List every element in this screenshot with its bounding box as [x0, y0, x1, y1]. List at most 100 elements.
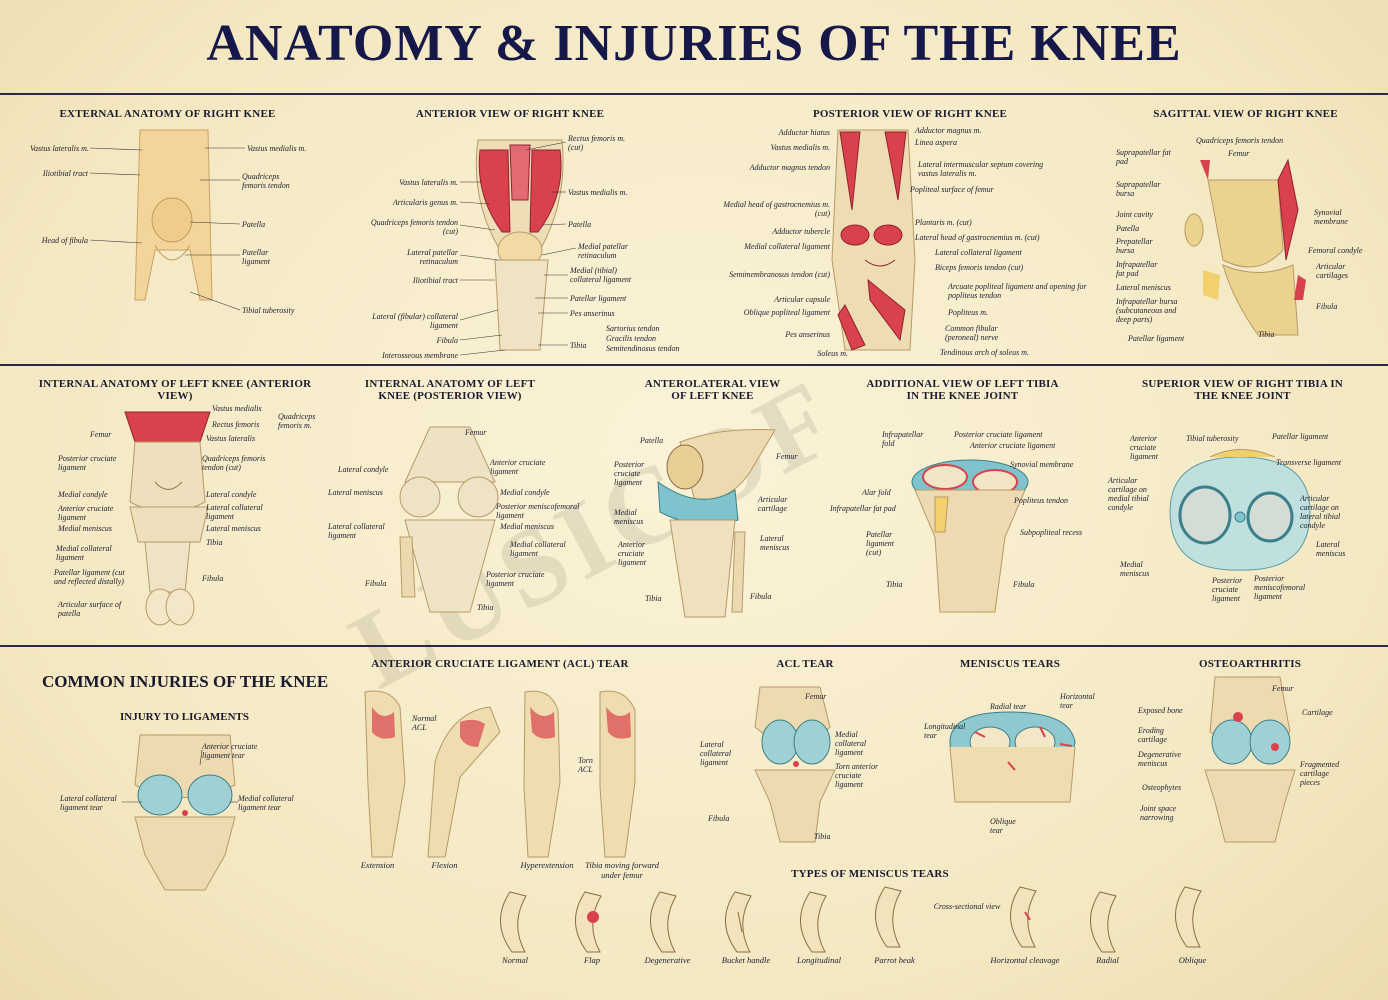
label: Quadriceps femoris m.	[278, 412, 316, 430]
panel-superior-tibia: SUPERIOR VIEW OF RIGHT TIBIA IN THE KNEE…	[1100, 372, 1385, 642]
label: Lateral collateral ligament	[935, 248, 1022, 257]
label: Common fibular (peroneal) nerve	[945, 324, 999, 342]
panel-anterior-view: ANTERIOR VIEW OF RIGHT KNEE Vast	[330, 100, 690, 360]
label: Alar fold	[862, 488, 891, 497]
caption: Extension	[360, 860, 395, 870]
label: Vastus lateralis m.	[399, 178, 458, 187]
panel-title: INTERNAL ANATOMY OF LEFT KNEE (ANTERIOR …	[38, 378, 312, 402]
label: Patellar ligament (cut)	[866, 530, 894, 557]
label: Patellar ligament	[1272, 432, 1329, 441]
label: Lateral meniscus	[206, 524, 261, 533]
label: Articular cartilage on medial tibial con…	[1108, 476, 1149, 512]
label: Infrapatellar fat pad	[830, 504, 896, 513]
panel-acl-tear-detail: ACL TEAR Femur Lateral collateral ligame…	[690, 652, 920, 847]
panel-osteoarthritis: OSTEOARTHRITIS Exposed bone Eroding cart…	[1120, 652, 1380, 847]
panel-title: ADDITIONAL VIEW OF LEFT TIBIA IN THE KNE…	[866, 378, 1059, 402]
label: Femur	[90, 430, 112, 439]
label: Synovial membrane	[1314, 208, 1348, 226]
label: Anterior cruciate ligament tear	[202, 742, 258, 760]
label: Fibula	[365, 579, 387, 588]
label: Medial condyle	[500, 488, 550, 497]
label: Iliotibial tract	[42, 169, 88, 178]
label: Lateral condyle	[206, 490, 257, 499]
label: Medial collateral ligament	[744, 242, 830, 251]
type-label: Flap	[583, 955, 601, 965]
label: Pes anserinus	[785, 330, 830, 339]
label: Patella	[1116, 224, 1140, 233]
label: Linea aspera	[915, 138, 957, 147]
label: Medial head of gastrocnemius m. (cut)	[723, 200, 830, 218]
acl-tear-detail-illustration	[754, 686, 836, 843]
panel-anterolateral: ANTEROLATERAL VIEW OF LEFT KNEE Patella …	[600, 372, 825, 642]
label: Articular capsule	[774, 295, 830, 304]
section-heading: COMMON INJURIES OF THE KNEE	[42, 672, 329, 691]
label: Tibia	[477, 603, 494, 612]
label: Anterior cruciate ligament	[490, 458, 546, 476]
caption: Tibia moving forward under femur	[585, 860, 659, 880]
label: Gracilis tendon	[606, 334, 656, 343]
label: Fibula	[1316, 302, 1338, 311]
label: Articular surface of patella	[58, 600, 122, 618]
label: Lateral head of gastrocnemius m. (cut)	[915, 233, 1040, 242]
label: Medial meniscus	[614, 508, 644, 526]
label: Exposed bone	[1138, 706, 1183, 715]
label: Tibia	[570, 341, 587, 350]
label: Lateral collateral ligament tear	[60, 794, 117, 812]
label: Lateral meniscus	[760, 534, 790, 552]
label: Patellar ligament	[242, 248, 270, 266]
knee-posterior-illustration	[831, 129, 916, 351]
label: Tibial tuberosity	[1186, 434, 1239, 443]
panel-meniscus-tears: MENISCUS TEARS Longitudinal tear Radial …	[920, 652, 1100, 842]
label: Popliteus tendon	[1014, 496, 1068, 505]
panel-title: ANTERIOR VIEW OF RIGHT KNEE	[415, 108, 605, 120]
label: Eroding cartilage	[1138, 726, 1167, 744]
label: Lateral collateral ligament	[700, 740, 732, 767]
label: Longitudinal tear	[924, 722, 966, 740]
label: Vastus medialis m.	[247, 144, 307, 153]
label: Posterior cruciate ligament	[1212, 576, 1243, 603]
label: Femoral condyle	[1308, 246, 1363, 255]
panel-injury-ligaments: INJURY TO LIGAMENTS Anterior cruciate li…	[40, 705, 330, 895]
label: Quadriceps femoris tendon (cut)	[370, 218, 458, 236]
label: Vastus medialis m.	[568, 188, 628, 197]
label: Tibia	[645, 594, 662, 603]
label: Infrapatellar bursa (subcutaneous and de…	[1116, 297, 1178, 324]
label: Joint space narrowing	[1140, 804, 1177, 822]
tibia-superior-illustration	[1169, 449, 1311, 571]
label: Tibia	[814, 832, 831, 841]
label: Oblique popliteal ligament	[743, 308, 830, 317]
label: Femur	[1228, 149, 1250, 158]
label: Fibula	[750, 592, 772, 601]
label: Femur	[1272, 684, 1294, 693]
label: Posterior cruciate ligament	[486, 570, 545, 588]
label: Vastus lateralis	[206, 434, 256, 443]
label: Pes anserinus	[570, 309, 615, 318]
label: Tibia	[1258, 330, 1275, 339]
label: Quadriceps femoris tendon (cut)	[202, 454, 266, 472]
type-label: Longitudinal	[797, 955, 841, 965]
label: Medial condyle	[58, 490, 108, 499]
type-label: Normal	[502, 955, 528, 965]
label: Medial meniscus	[1120, 560, 1150, 578]
type-label: Horizontal cleavage	[990, 955, 1060, 965]
knee-anterior-illustration	[459, 139, 577, 356]
panel-internal-anterior: INTERNAL ANATOMY OF LEFT KNEE (ANTERIOR …	[30, 372, 320, 642]
label: Lateral collateral ligament	[328, 522, 385, 540]
panel-title: SAGITTAL VIEW OF RIGHT KNEE	[1153, 108, 1338, 120]
label: Sartorius tendon	[606, 324, 660, 333]
caption: Hyperextension	[520, 860, 574, 870]
label: Lateral condyle	[338, 465, 389, 474]
panel-title: INJURY TO LIGAMENTS	[120, 711, 249, 723]
label: Suprapatellar bursa	[1116, 180, 1161, 198]
meniscus-types-illustration	[500, 886, 1202, 953]
label: Oblique tear	[990, 817, 1016, 835]
label: Iliotibial tract	[412, 276, 458, 285]
knee-internal-posterior-illustration	[399, 426, 499, 613]
label: Tendinous arch of soleus m.	[940, 348, 1029, 357]
label: Posterior meniscofemoral ligament	[496, 502, 580, 520]
label: Infrapatellar fold	[882, 430, 924, 448]
label: Biceps femoris tendon (cut)	[935, 263, 1024, 272]
label: Cartilage	[1302, 708, 1333, 717]
label: Adductor magnus m.	[915, 126, 982, 135]
label: Prepatellar bursa	[1116, 237, 1153, 255]
